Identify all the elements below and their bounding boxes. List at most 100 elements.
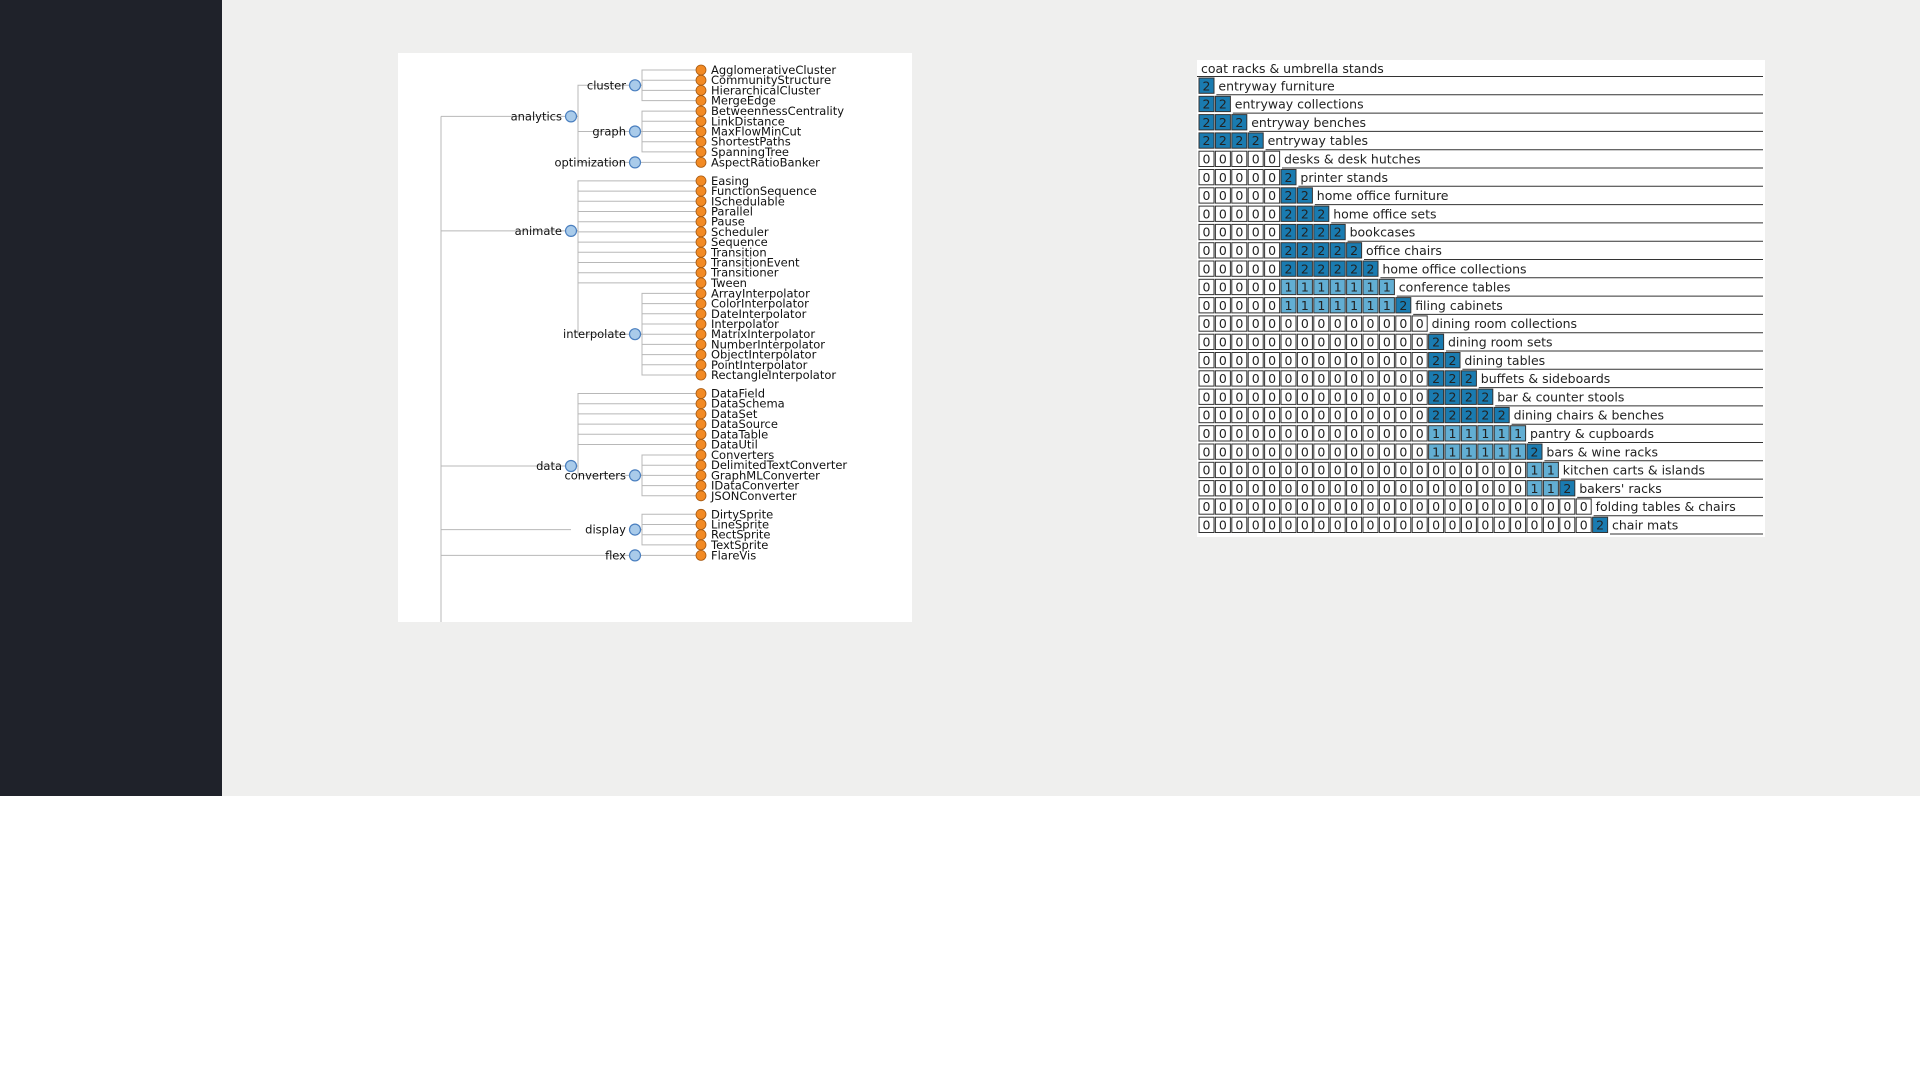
matrix-cell-value: 2 (1317, 261, 1325, 276)
matrix-cell (1411, 498, 1428, 515)
leaf-node (695, 85, 707, 96)
matrix-cell-value: 0 (1203, 389, 1211, 404)
matrix-cell (1346, 333, 1363, 351)
matrix-cell (1444, 498, 1461, 515)
matrix-cell (1346, 516, 1363, 534)
matrix-cell-value: 2 (1219, 133, 1227, 148)
matrix-cell-value: 2 (1432, 389, 1440, 404)
matrix-cell-value: 0 (1235, 316, 1243, 331)
leaf-label: CommunityStructure (711, 73, 831, 87)
matrix-cell (1493, 461, 1510, 479)
matrix-cell (1378, 516, 1395, 534)
matrix-cell (1296, 297, 1313, 314)
matrix-cell (1362, 516, 1379, 534)
matrix-cell-value: 0 (1350, 335, 1358, 350)
matrix-cell-value: 0 (1268, 353, 1276, 368)
matrix-cell-value: 2 (1203, 78, 1211, 93)
leaf-node (695, 318, 707, 330)
leaf-node (695, 549, 707, 561)
internal-label: optimization (554, 155, 626, 169)
matrix-row-label: bars & wine racks (1546, 444, 1658, 459)
matrix-cell (1280, 388, 1297, 405)
matrix-cell-value: 1 (1465, 444, 1473, 459)
matrix-cell (1198, 260, 1215, 277)
matrix-cell-value: 0 (1219, 444, 1227, 459)
matrix-cell (1460, 370, 1477, 387)
matrix-cell (1313, 370, 1330, 387)
matrix-cell-value: 0 (1235, 408, 1243, 423)
matrix-cell-value: 0 (1383, 518, 1391, 533)
matrix-cell-value: 0 (1317, 408, 1325, 423)
leaf-node (695, 136, 707, 148)
tree-link (635, 79, 701, 86)
leaf-label: JSONConverter (710, 489, 797, 503)
matrix-cell-value: 0 (1317, 463, 1325, 478)
matrix-cell-value: 2 (1285, 188, 1293, 203)
matrix-cell-value: 2 (1317, 206, 1325, 221)
matrix-cell-value: 2 (1252, 133, 1260, 148)
matrix-cell-value: 0 (1350, 371, 1358, 386)
internal-node (564, 110, 578, 123)
matrix-cell (1346, 461, 1363, 479)
matrix-cell (1247, 278, 1264, 296)
matrix-cell (1231, 169, 1248, 186)
leaf-node (695, 398, 707, 410)
matrix-cell (1280, 297, 1297, 314)
matrix-cell (1264, 516, 1281, 534)
tree-link (635, 84, 701, 91)
matrix-cell (1296, 260, 1313, 277)
leaf-label: AgglomerativeCluster (711, 63, 836, 77)
matrix-cell-value: 0 (1235, 280, 1243, 295)
matrix-cell-value: 0 (1301, 481, 1309, 496)
matrix-cell-value: 0 (1235, 206, 1243, 221)
matrix-cell (1329, 461, 1346, 479)
matrix-cell-value: 0 (1367, 353, 1375, 368)
matrix-row-label: desks & desk hutches (1284, 152, 1421, 167)
matrix-cell-value: 2 (1481, 389, 1489, 404)
matrix-row-label: kitchen carts & islands (1563, 463, 1705, 478)
tree-link (635, 333, 701, 345)
matrix-cell (1264, 425, 1281, 442)
matrix-cell-value: 0 (1334, 481, 1342, 496)
matrix-cell (1264, 150, 1281, 167)
matrix-cell (1378, 406, 1395, 424)
matrix-cell (1313, 315, 1330, 332)
matrix-row-label: office chairs (1366, 243, 1442, 258)
matrix-cell-value: 0 (1301, 518, 1309, 533)
matrix-cell (1280, 242, 1297, 259)
tree-link (571, 221, 701, 232)
matrix-cell-value: 0 (1268, 481, 1276, 496)
matrix-cell-value: 0 (1432, 499, 1440, 514)
matrix-cell-value: 0 (1367, 426, 1375, 441)
matrix-cell-value: 0 (1203, 261, 1211, 276)
leaf-node (695, 529, 707, 541)
matrix-row-label: bakers' racks (1579, 481, 1662, 496)
matrix-cell-value: 2 (1219, 115, 1227, 130)
matrix-cell (1313, 406, 1330, 424)
matrix-cell-value: 0 (1252, 243, 1260, 258)
matrix-cell (1411, 480, 1428, 497)
matrix-cell (1510, 425, 1527, 442)
matrix-cell-value: 0 (1367, 444, 1375, 459)
matrix-cell (1280, 480, 1297, 497)
matrix-cell-value: 0 (1399, 389, 1407, 404)
matrix-cell-value: 0 (1203, 206, 1211, 221)
matrix-cell (1214, 278, 1231, 296)
matrix-cell-value: 0 (1334, 444, 1342, 459)
matrix-cell-value: 2 (1203, 115, 1211, 130)
matrix-cell-value: 0 (1531, 499, 1539, 514)
matrix-row-label: home office collections (1382, 261, 1526, 276)
matrix-cell (1411, 315, 1428, 332)
matrix-cell (1247, 150, 1264, 167)
matrix-cell (1280, 425, 1297, 442)
matrix-cell-value: 0 (1252, 426, 1260, 441)
matrix-cell-value: 0 (1531, 518, 1539, 533)
matrix-cell-value: 0 (1203, 225, 1211, 240)
matrix-cell (1313, 333, 1330, 351)
matrix-cell-value: 0 (1268, 444, 1276, 459)
matrix-cell (1214, 333, 1231, 351)
matrix-cell (1296, 278, 1313, 296)
matrix-cell (1214, 260, 1231, 277)
